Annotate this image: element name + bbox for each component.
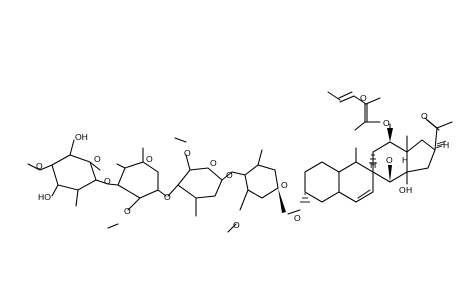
atom-label-o: O: [146, 154, 153, 164]
atom-label-h: H: [406, 185, 412, 195]
atom-label-h: H: [402, 155, 408, 165]
atom-labels: O O O H O H H H O O O O O O O O O O O O …: [36, 93, 449, 230]
atom-label-h: H: [370, 160, 376, 170]
atom-label-o: O: [233, 220, 240, 230]
atom-label-o: O: [294, 213, 301, 223]
atom-label-o: O: [124, 206, 131, 216]
atom-label-o: O: [104, 176, 111, 186]
atom-label-o: O: [210, 158, 217, 168]
atom-label-o: O: [399, 185, 406, 195]
atom-label-o: O: [360, 93, 367, 103]
atom-label-o: O: [164, 192, 171, 202]
sugar-ring-2: [167, 137, 233, 217]
atom-label-o: O: [383, 118, 390, 128]
atom-label-o: O: [226, 170, 233, 180]
atom-label-o: O: [36, 161, 43, 171]
atom-label-o: O: [386, 155, 393, 165]
atom-label-oh: OH: [75, 132, 88, 142]
atom-label-o: O: [184, 148, 191, 158]
atom-label-h: H: [443, 140, 449, 150]
atom-label-ho: HO: [38, 192, 51, 202]
atom-label-o: O: [94, 154, 101, 164]
steroid-core: [287, 91, 453, 215]
sugar-ring-1: [227, 149, 286, 233]
sugar-ring-3: [107, 147, 167, 229]
atom-label-o: O: [421, 111, 428, 121]
sugar-ring-4: [27, 139, 109, 207]
atom-label-o: O: [281, 180, 288, 190]
